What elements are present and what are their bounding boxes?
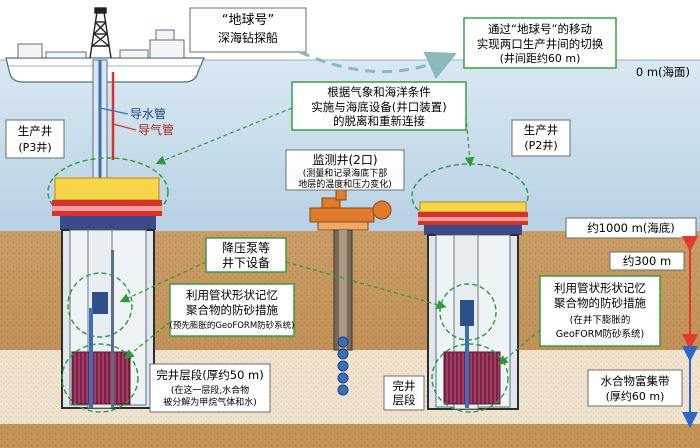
- depth-300-label: 约300 m: [623, 254, 671, 268]
- hydrate-zone-box: 水合物富集带 (厚约60 m): [587, 369, 683, 407]
- completion-mid-line1: 完井: [393, 379, 416, 393]
- switch-note-box: 通过“地球号”的移动 实现两口生产井间的切换 (井间距约60 m): [463, 17, 617, 69]
- disconnect-note-line1: 根据气象和海洋条件: [327, 85, 431, 99]
- p2-well-line2: (P2井): [524, 138, 557, 152]
- sand-right-line2: 聚合物的防砂措施: [554, 296, 646, 310]
- seabed-depth-label: 约1000 m(海底): [587, 221, 675, 235]
- disconnect-note-line3: 的脱离和重新连接: [333, 114, 425, 128]
- seabed-depth-box: 约1000 m(海底): [565, 217, 697, 239]
- sand-left-line3: (预先膨胀的GeoFORM防砂系统): [170, 320, 295, 331]
- completion-left-line1: 完井层段(厚约50 m): [156, 368, 263, 382]
- sand-right-line1: 利用管状形状记忆: [554, 281, 646, 295]
- pump-leader-right: [285, 261, 447, 310]
- sand-control-left-box: 利用管状形状记忆 聚合物的防砂措施 (预先膨胀的GeoFORM防砂系统): [169, 283, 295, 337]
- p2-well-line1: 生产井: [524, 123, 559, 137]
- p2-wellhead-yellow: [419, 201, 527, 213]
- pump-label-line2: 井下设备: [222, 256, 270, 270]
- sea-level-label: 0 m(海面): [636, 65, 690, 79]
- switch-note-line3: (井间距约60 m): [500, 51, 581, 65]
- sand-right-line3: (在井下膨胀的: [570, 314, 631, 326]
- completion-left-line2: (在这一层段,水合物: [171, 384, 249, 396]
- monitor-well: [309, 185, 392, 396]
- completion-left-line3: 被分解为甲烷气体和水): [163, 396, 257, 408]
- ship-move-arrow: [299, 50, 457, 80]
- monitor-sensor-string: [337, 336, 349, 396]
- completion-mid-box: 完井 层段: [383, 375, 425, 411]
- monitor-line3: 地层的温度和压力变化): [298, 178, 392, 190]
- gas-pipe-leader: [112, 123, 137, 131]
- hydrate-zone-line2: (厚约60 m): [606, 390, 665, 403]
- p3-pump: [92, 292, 108, 314]
- p3-well: [47, 157, 169, 413]
- pump-label-line1: 降压泵等: [222, 241, 270, 255]
- p2-well-label-box: 生产井 (P2井): [511, 119, 571, 157]
- pump-leader-left: [119, 261, 207, 303]
- switch-note-line2: 实现两口生产井间的切换: [477, 37, 604, 51]
- monitor-valve: [372, 200, 392, 220]
- sand-left-leader: [124, 321, 171, 360]
- gas-pipe-label: 导气管: [138, 122, 174, 137]
- ship-label-line2: 深海钻探船: [218, 30, 278, 45]
- p2-sand-screen: [443, 351, 501, 405]
- p2-well: [411, 163, 529, 413]
- p3-completion-highlight: [61, 343, 139, 413]
- sand-right-leader: [498, 329, 541, 366]
- completion-mid-line2: 层段: [393, 393, 416, 407]
- p3-well-line2: (P3井): [18, 140, 51, 154]
- p3-well-line1: 生产井: [18, 124, 53, 138]
- p3-sand-screen: [71, 351, 131, 405]
- pump-label-box: 降压泵等 井下设备: [205, 237, 287, 273]
- sand-left-line2: 聚合物的防砂措施: [186, 303, 278, 317]
- disconnect-note-line2: 实施与海底设备(井口装置): [311, 100, 446, 114]
- depth-300-box: 约300 m: [609, 251, 685, 271]
- hydrate-zone-line1: 水合物富集带: [601, 374, 670, 388]
- monitor-wellhead: [309, 207, 375, 223]
- monitor-line1: 监测井(2口): [313, 153, 378, 167]
- disconnect-leader-right: [464, 115, 475, 167]
- ship-label-box: “地球号” 深海钻探船: [189, 7, 307, 53]
- p2-completion-highlight: [431, 343, 509, 413]
- disconnect-leader-left: [155, 107, 293, 165]
- monitor-line2: (测量和记录海底下部: [303, 167, 388, 179]
- completion-left-box: 完井层段(厚约50 m) (在这一层段,水合物 被分解为甲烷气体和水): [149, 363, 271, 413]
- p2-pump: [460, 300, 474, 326]
- water-pipe-leader: [99, 107, 129, 115]
- sand-left-line1: 利用管状形状记忆: [186, 288, 278, 302]
- monitor-well-label-box: 监测井(2口) (测量和记录海底下部 地层的温度和压力变化): [285, 149, 405, 191]
- p3-well-label-box: 生产井 (P3井): [5, 119, 65, 159]
- ship-label-line1: “地球号”: [222, 13, 274, 28]
- p3-wellhead-yellow: [54, 177, 160, 201]
- disconnect-note-box: 根据气象和海洋条件 实施与海底设备(井口装置) 的脱离和重新连接: [291, 81, 467, 131]
- sand-control-right-box: 利用管状形状记忆 聚合物的防砂措施 (在井下膨胀的 GeoFORM防砂系统): [539, 275, 661, 347]
- derrick-icon: [89, 7, 112, 59]
- lower-sediment-texture: [0, 424, 700, 448]
- drilling-ship: [5, 7, 205, 83]
- p3-sand-highlight: [67, 272, 133, 338]
- water-pipe-label: 导水管: [130, 106, 166, 121]
- sand-right-line4: GeoFORM防砂系统): [556, 328, 644, 340]
- switch-note-line1: 通过“地球号”的移动: [488, 22, 592, 36]
